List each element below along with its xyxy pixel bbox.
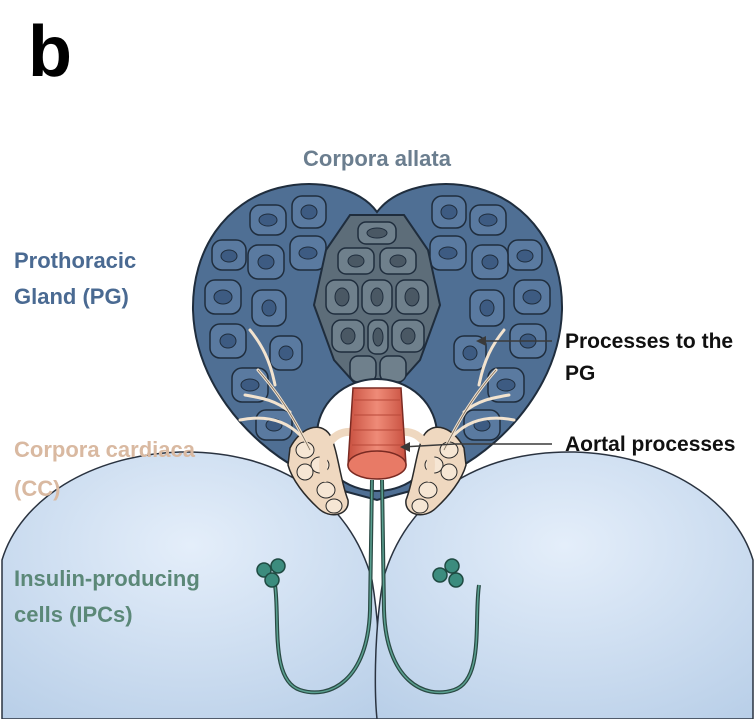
processes-label-line1: Processes to the (565, 330, 733, 353)
aorta-end (348, 451, 406, 479)
prothoracic-gland-label-line2: Gland (PG) (14, 284, 129, 309)
prothoracic-gland-label-line1: Prothoracic (14, 248, 136, 273)
aortal-processes-label: Aortal processes (565, 433, 735, 456)
corpora-cardiaca-label-line1: Corpora cardiaca (14, 437, 196, 462)
ipc-label-line2: cells (IPCs) (14, 602, 133, 627)
corpora-allata-label: Corpora allata (303, 146, 452, 171)
processes-label-line2: PG (565, 362, 595, 385)
panel-letter: b (28, 12, 72, 92)
ipc-label-line1: Insulin-producing (14, 566, 200, 591)
corpora-cardiaca-label-line2: (CC) (14, 476, 60, 501)
